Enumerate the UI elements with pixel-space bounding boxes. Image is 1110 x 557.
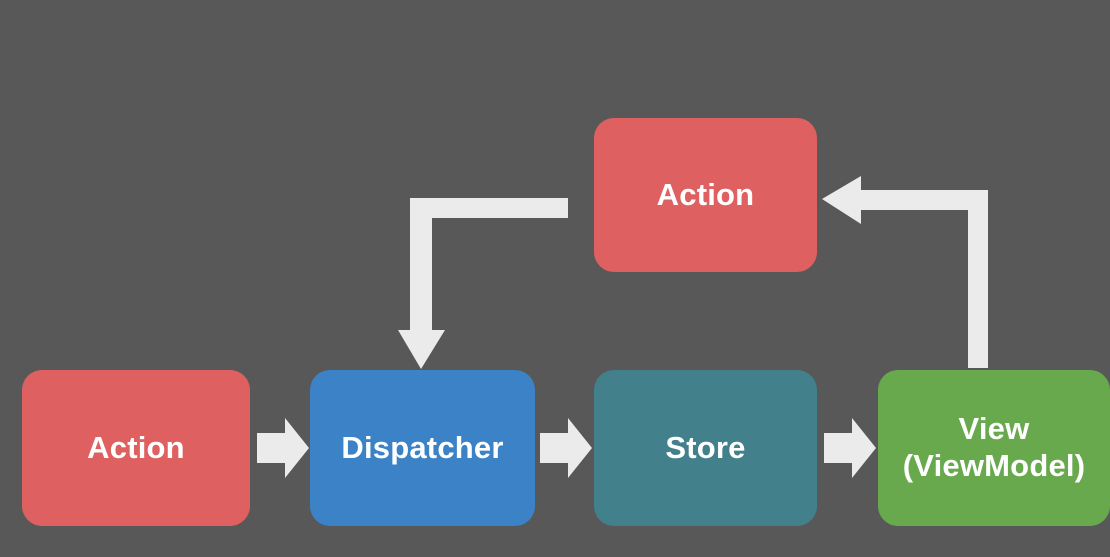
- arrow-store-to-view: [824, 418, 876, 478]
- node-store[interactable]: Store: [594, 370, 817, 526]
- node-view-label: View (ViewModel): [902, 411, 1086, 483]
- node-action-top[interactable]: Action: [594, 118, 817, 272]
- node-view[interactable]: View (ViewModel): [878, 370, 1110, 526]
- node-action-top-label: Action: [656, 176, 755, 212]
- node-store-label: Store: [665, 429, 746, 465]
- node-dispatcher[interactable]: Dispatcher: [310, 370, 535, 526]
- arrow-dispatcher-to-store: [540, 418, 592, 478]
- node-dispatcher-label: Dispatcher: [341, 429, 504, 465]
- node-action-left[interactable]: Action: [22, 370, 250, 526]
- arrow-action-top-to-dispatcher: [398, 198, 568, 369]
- arrow-action-left-to-dispatcher: [257, 418, 309, 478]
- node-action-left-label: Action: [87, 429, 185, 465]
- arrow-view-to-action-top: [822, 176, 988, 368]
